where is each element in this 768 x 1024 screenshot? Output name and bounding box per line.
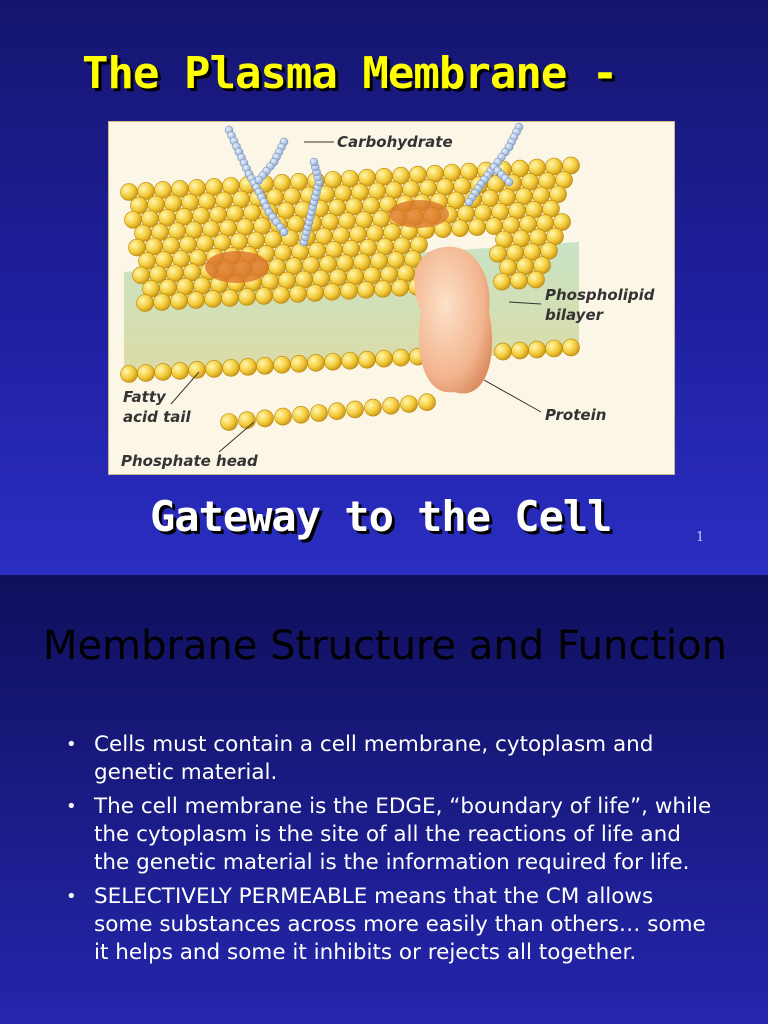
bullet-dot: • (66, 883, 77, 911)
protein-top-right (389, 200, 449, 228)
label-phosphate-head: Phosphate head (121, 452, 258, 470)
integral-protein (414, 247, 492, 394)
page-number: 1 (696, 530, 704, 545)
bullet-item: • SELECTIVELY PERMEABLE means that the CM… (62, 883, 712, 967)
membrane-illustration: Carbohydrate Phospholipid bilayer Fatty … (109, 122, 674, 474)
slide-1-subtitle: Gateway to the Cell (150, 492, 611, 541)
slide-1: The Plasma Membrane - (0, 0, 768, 575)
slide-2-title: Membrane Structure and Function (40, 620, 730, 672)
label-protein: Protein (545, 406, 606, 424)
bullet-dot: • (66, 731, 77, 759)
bullet-text: Cells must contain a cell membrane, cyto… (94, 732, 653, 785)
label-carbohydrate: Carbohydrate (337, 133, 453, 151)
bullet-item: • Cells must contain a cell membrane, cyt… (62, 731, 712, 787)
channel-protein-left (205, 251, 269, 283)
plasma-membrane-diagram: Carbohydrate Phospholipid bilayer Fatty … (108, 121, 675, 475)
label-acid-tail: acid tail (123, 408, 192, 426)
bullet-item: • The cell membrane is the EDGE, “boundar… (62, 793, 712, 877)
bullet-text: The cell membrane is the EDGE, “boundary… (94, 794, 711, 875)
bullet-dot: • (66, 793, 77, 821)
slide-1-title: The Plasma Membrane - (0, 48, 768, 99)
label-fatty: Fatty (123, 388, 167, 406)
bullet-list: • Cells must contain a cell membrane, cyt… (62, 731, 712, 973)
slide-2: Membrane Structure and Function • Cells m… (0, 575, 768, 1024)
label-bilayer: bilayer (545, 306, 605, 324)
bullet-text: SELECTIVELY PERMEABLE means that the CM … (94, 884, 706, 965)
label-phospholipid: Phospholipid (545, 286, 655, 304)
